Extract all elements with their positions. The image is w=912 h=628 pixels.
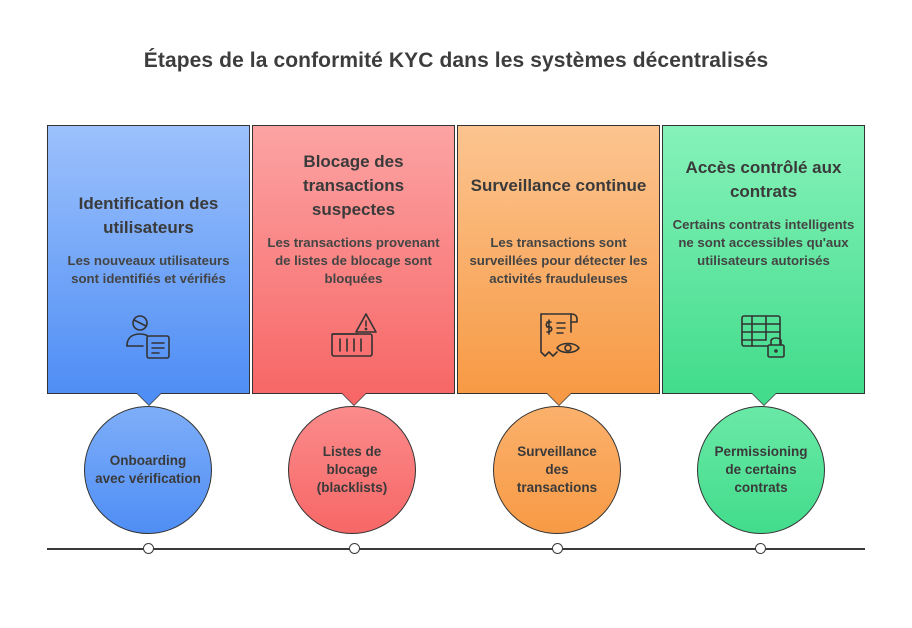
receipt-eye-icon: [533, 310, 585, 365]
circle-label: Permissioning de certains contrats: [714, 444, 808, 495]
timeline-dot: [349, 543, 360, 554]
timeline-dot: [755, 543, 766, 554]
circle-label: Surveillance des transactions: [516, 444, 598, 495]
card-pointer-fill: [137, 393, 161, 405]
blocked-list-warning-icon: [328, 312, 380, 365]
user-document-icon: [123, 312, 175, 365]
timeline-line: [47, 548, 865, 550]
card-pointer-fill: [547, 393, 571, 405]
timeline-dot: [552, 543, 563, 554]
step-description: Les transactions sont surveillées pour d…: [469, 235, 648, 286]
timeline-dot: [143, 543, 154, 554]
step-circle-permissioning: Permissioning de certains contrats: [697, 406, 825, 534]
card-pointer-fill: [342, 393, 366, 405]
step-circle-blacklists: Listes de blocage (blacklists): [288, 406, 416, 534]
steps-row: Identification des utilisateurs Les nouv…: [47, 125, 865, 406]
step-card-monitoring: Surveillance continue Les transactions s…: [457, 125, 660, 406]
step-description: Les nouveaux utilisateurs sont identifié…: [67, 253, 230, 286]
step-title: Accès contrôlé aux contrats: [685, 158, 842, 201]
step-description: Les transactions provenant de listes de …: [267, 235, 440, 286]
step-card-identification: Identification des utilisateurs Les nouv…: [47, 125, 250, 406]
step-circle-monitoring: Surveillance des transactions: [493, 406, 621, 534]
step-title: Identification des utilisateurs: [78, 194, 219, 237]
table-lock-icon: [738, 312, 790, 365]
step-description: Certains contrats intelligents ne sont a…: [672, 217, 855, 268]
card-pointer-fill: [752, 393, 776, 405]
step-card-blocking: Blocage des transactions suspectes Les t…: [252, 125, 455, 406]
circle-label: Listes de blocage (blacklists): [316, 444, 388, 495]
step-title: Blocage des transactions suspectes: [302, 152, 405, 219]
step-card-access-control: Accès contrôlé aux contrats Certains con…: [662, 125, 865, 406]
step-circle-onboarding: Onboarding avec vérification: [84, 406, 212, 534]
circle-label: Onboarding avec vérification: [95, 453, 201, 486]
step-title: Surveillance continue: [470, 176, 647, 195]
diagram-title: Étapes de la conformité KYC dans les sys…: [143, 49, 769, 72]
